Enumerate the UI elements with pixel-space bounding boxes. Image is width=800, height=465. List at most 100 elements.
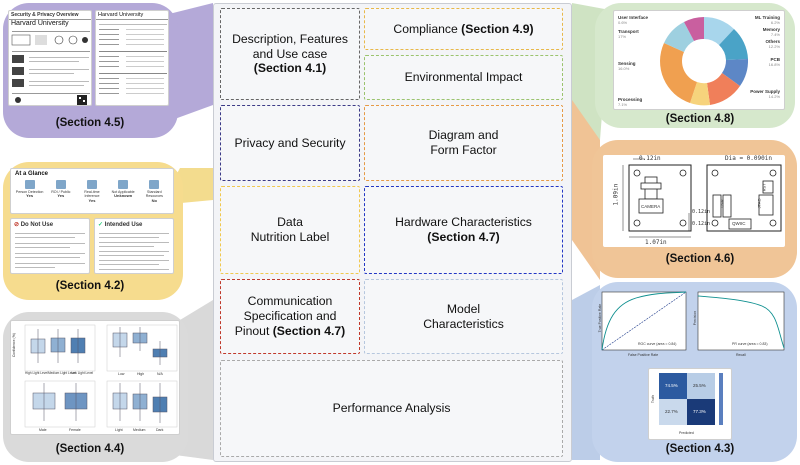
glance-item: Person Detection Yes — [15, 179, 45, 203]
section-4-2-label: (Section 4.2) — [55, 280, 125, 292]
section-compliance: Compliance (Section 4.9) — [364, 8, 563, 50]
section-description-line2: and Use case — [252, 46, 328, 61]
section-performance-line1: Performance Analysis — [332, 401, 451, 416]
box-group-label: High Light Level — [25, 371, 48, 375]
glance-item-label: Real-time Inference — [84, 190, 100, 199]
section-diagram-form-factor: Diagram and Form Factor — [364, 105, 563, 181]
privacy-card-right-body — [99, 24, 167, 94]
section-compliance-line1: Compliance — [393, 21, 458, 36]
confusion-matrix-card: 74.5% 25.5% 22.7% 77.3% Predicted Truth — [648, 368, 732, 440]
section-hardware-ref: (Section 4.7) — [427, 230, 500, 244]
privacy-card-title: Security & Privacy Overview — [9, 11, 91, 20]
warning-icon: ⊘ — [14, 222, 20, 228]
glance-item-icon — [24, 180, 35, 189]
dim-r1: 0.12in — [692, 209, 711, 215]
intended-use-lines — [99, 233, 169, 270]
section-privacy-security-line1: Privacy and Security — [234, 135, 346, 150]
do-not-use-label: Do Not Use — [20, 222, 54, 228]
usb-label: USB — [719, 199, 725, 208]
section-environmental-impact: Environmental Impact — [364, 55, 563, 100]
section-4-6-label: (Section 4.6) — [665, 253, 735, 265]
section-communication: Communication Specification and Pinout (… — [220, 279, 360, 354]
hardware-diagram — [622, 158, 782, 238]
section-data-text: Data Nutrition Label — [251, 215, 330, 245]
cm-xlabel: Predicted — [679, 431, 694, 435]
section-privacy-security: Privacy and Security — [220, 105, 360, 181]
dia-label: Dia = 0.090in — [725, 155, 772, 162]
env-chart-card: User Interface 0.6% Transport 17% Sensin… — [613, 10, 785, 110]
env-cat-sub: 16.8% — [768, 62, 780, 67]
glance-item-value: No — [151, 197, 158, 203]
glance-card: At a Glance Person Detection Yes ROI / P… — [10, 168, 174, 214]
section-description: Description, Features and Use case (Sect… — [220, 8, 360, 100]
roc-ylabel: True Positive Rate — [598, 303, 603, 333]
roc-legend: ROC curve (area = 0.84) — [638, 342, 677, 346]
glance-item-value: Unknown — [114, 193, 133, 199]
env-cat-label: Power Supply — [750, 89, 780, 94]
env-cat-label: ML Training — [754, 15, 780, 20]
env-cat-sub: 7.1% — [618, 102, 628, 107]
box-group-label: Medium Light Level — [48, 371, 76, 375]
env-cat-label: User Interface — [618, 15, 649, 20]
do-not-use-lines — [15, 233, 85, 268]
privacy-card-org: Harvard University — [11, 20, 69, 27]
privacy-card-body — [11, 31, 90, 105]
pr-ylabel: Precision — [693, 310, 698, 326]
env-cat-sub: 0.6% — [618, 20, 628, 25]
intended-use-title: ✓ Intended Use — [95, 219, 173, 230]
camera-label: CAMERA — [641, 204, 661, 209]
glance-item-value: Yes — [88, 197, 96, 203]
box-group-label: N/A — [157, 372, 163, 376]
intended-use-card: ✓ Intended Use — [94, 218, 174, 274]
qwiic-label: QWIIC — [732, 221, 746, 226]
section-compliance-ref: (Section 4.9) — [461, 21, 534, 36]
dim-r2: 0.12in — [692, 221, 711, 227]
env-cat-label: PCB — [770, 57, 780, 62]
section-model-line2: Characteristics — [423, 316, 504, 331]
roc-plot-card: ROC curve (area = 0.84) False Positive R… — [596, 290, 690, 362]
glance-item: Not Applicable Unknown — [108, 179, 138, 203]
env-cat-sub: 17% — [618, 34, 627, 39]
section-hardware: Hardware Characteristics (Section 4.7) — [364, 186, 563, 274]
section-4-4-label: (Section 4.4) — [55, 443, 125, 455]
section-performance-analysis: Performance Analysis — [220, 360, 563, 457]
env-cat-label: Processing — [618, 97, 643, 102]
hardware-diagram-card: 0.12in 1.09in 1.07in 0.12in 0.12in CAMER… — [603, 155, 785, 247]
section-4-3-label: (Section 4.3) — [665, 443, 735, 455]
box-ylabel-tl: Confidence (%) — [11, 333, 16, 358]
section-diagram-line2: Form Factor — [430, 143, 497, 157]
jtag-label: JTAG — [756, 198, 762, 209]
glance-item-icon — [149, 180, 160, 189]
env-cat-label: Memory — [762, 27, 780, 32]
check-icon: ✓ — [98, 222, 104, 228]
section-compliance-text: Compliance (Section 4.9) — [393, 22, 533, 37]
section-communication-line3: Pinout — [234, 323, 270, 338]
section-data-nutrition: Data Nutrition Label — [220, 186, 360, 274]
cm-cell: 74.5% — [665, 383, 678, 388]
glance-item-label: Not Applicable — [111, 190, 135, 194]
glance-item-label: Person Detection — [15, 190, 44, 194]
cm-cell: 77.3% — [693, 409, 706, 414]
privacy-card-org-right: Harvard University — [96, 11, 168, 20]
glance-item-icon — [86, 180, 97, 189]
box-group-label: Low Light Level — [71, 371, 94, 375]
section-communication-text: Communication Specification and Pinout (… — [235, 294, 345, 339]
section-data-line2: Nutrition Label — [250, 230, 330, 244]
glance-item: Standard Resources No — [139, 179, 169, 203]
roc-xlabel: False Positive Rate — [628, 353, 659, 357]
section-description-ref: (Section 4.1) — [253, 61, 327, 76]
section-hardware-text: Hardware Characteristics (Section 4.7) — [395, 215, 532, 245]
section-model-characteristics: Model Characteristics — [364, 279, 563, 354]
section-description-text: Description, Features and Use case (Sect… — [232, 32, 348, 77]
privacy-card-left: Security & Privacy Overview Harvard Univ… — [8, 10, 92, 106]
env-cat-label: Sensing — [618, 61, 636, 66]
box-group-label: Low — [118, 372, 125, 376]
rst-label: RST — [761, 183, 767, 192]
box-group-label: Dark — [156, 428, 164, 432]
section-description-line1: Description, Features — [232, 31, 348, 46]
section-diagram-line1: Diagram and — [428, 128, 499, 143]
intended-use-label: Intended Use — [104, 222, 143, 228]
pr-legend: PR curve (area = 0.83) — [732, 342, 768, 346]
glance-item-label: Standard Resources — [145, 190, 163, 199]
glance-title: At a Glance — [15, 171, 49, 177]
